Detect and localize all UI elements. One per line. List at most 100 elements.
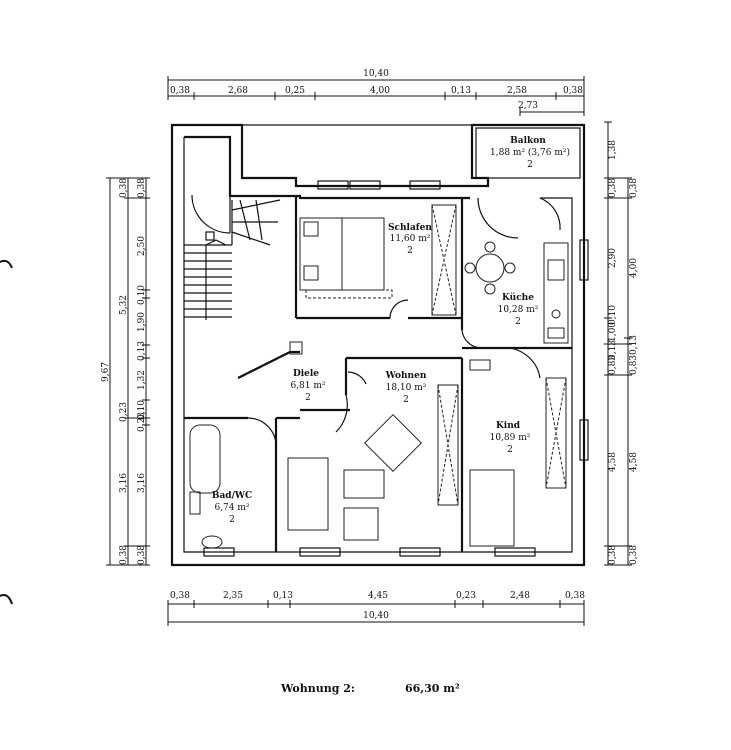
dim-top-total: 10,40	[363, 69, 389, 79]
dim-right-outer: 0,13	[629, 335, 639, 355]
dim-top-seg: 2,68	[228, 86, 248, 96]
dim-right-outer: 0,83	[629, 355, 639, 375]
dim-right-outer: 4,00	[629, 258, 639, 278]
scan-mark	[0, 594, 13, 605]
room-count: 2	[507, 445, 513, 455]
room-bad-wc: Bad/WC 6,74 m² 2	[212, 491, 252, 525]
dim-left-outer: 0,38	[137, 545, 147, 565]
room-name: Bad/WC	[212, 491, 252, 501]
dim-bottom-total: 10,40	[363, 611, 389, 621]
kitchen-counter	[543, 242, 569, 344]
dim-right-inner: 2,90	[608, 248, 618, 268]
dim-top-seg: 0,25	[285, 86, 305, 96]
room-diele: Diele 6,81 m² 2	[290, 369, 325, 403]
room-balkon: Balkon 1,88 m² (3,76 m²) 2	[490, 136, 570, 170]
dim-left-inner: 0,38	[119, 545, 129, 565]
dim-left-outer: 3,16	[137, 473, 147, 493]
left-dimensions: 9,67 0,38 5,32 0,23 3,16 0,38 0,38 2,50 …	[101, 177, 150, 566]
dim-right-inner: 1,00	[608, 322, 618, 342]
dim-right-inner: 0,38	[608, 178, 618, 198]
dim-right-inner: 1,38	[608, 140, 618, 160]
dim-left-inner: 3,16	[119, 473, 129, 493]
plan-caption: Wohnung 2: 66,30 m²	[280, 682, 460, 695]
dim-bottom-seg: 0,38	[170, 591, 190, 601]
room-area: 10,89 m²	[490, 433, 531, 443]
windows	[203, 180, 589, 557]
dim-left-inner: 5,32	[119, 295, 129, 315]
dim-right-inner: 0,38	[608, 545, 618, 565]
right-dimensions: 1,38 0,38 2,90 0,13 1,00 0,10 0,83 4,58 …	[604, 121, 639, 566]
room-count: 2	[407, 246, 413, 256]
chair	[343, 507, 379, 541]
room-area: 1,88 m² (3,76 m²)	[490, 147, 570, 158]
scan-mark	[0, 259, 13, 269]
dim-left-outer: 0,38	[137, 178, 147, 198]
sofa	[287, 457, 329, 531]
dim-top-seg: 0,13	[451, 86, 471, 96]
room-area: 6,74 m²	[214, 503, 249, 513]
dim-bottom-seg: 0,13	[273, 591, 293, 601]
coffee-table	[343, 469, 385, 499]
dim-bottom-seg: 4,45	[368, 591, 388, 601]
room-area: 18,10 m²	[386, 383, 427, 393]
room-count: 2	[403, 395, 409, 405]
caption-label: Wohnung 2:	[280, 682, 355, 695]
staircase	[184, 199, 281, 320]
dim-top-seg: 4,00	[370, 86, 390, 96]
room-count: 2	[515, 317, 521, 327]
dim-top-seg: 2,58	[507, 86, 527, 96]
room-labels: Balkon 1,88 m² (3,76 m²) 2 Schlafen 11,6…	[212, 136, 570, 525]
dim-left-outer: 2,50	[137, 236, 147, 256]
dim-right-inner: 0,83	[608, 355, 618, 375]
room-name: Balkon	[510, 136, 546, 146]
room-kueche: Küche 10,28 m² 2	[498, 292, 539, 327]
room-count: 2	[229, 515, 235, 525]
dim-left-inner: 0,38	[119, 178, 129, 198]
toilet	[201, 535, 223, 549]
dim-right-outer: 4,58	[629, 452, 639, 472]
dim-right-outer: 0,38	[629, 545, 639, 565]
furniture	[189, 204, 569, 549]
dim-left-outer: 0,10	[137, 400, 147, 420]
dim-bottom-seg: 0,23	[456, 591, 476, 601]
dim-top-seg: 0,38	[170, 86, 190, 96]
dim-right-inner: 0,10	[608, 305, 618, 325]
room-count: 2	[527, 160, 533, 170]
room-schlafen: Schlafen 11,60 m² 2	[388, 223, 432, 256]
dim-right-inner: 0,13	[608, 340, 618, 360]
armchair	[364, 414, 422, 472]
room-area: 6,81 m²	[290, 381, 325, 391]
dim-left-outer: 0,13	[137, 341, 147, 361]
dim-right-outer: 0,38	[629, 178, 639, 198]
bottom-dimensions: 0,38 2,35 0,13 4,45 0,23 2,48 0,38 10,40	[167, 591, 585, 626]
bathtub	[189, 424, 221, 494]
dim-top-balcony: 2,73	[518, 101, 538, 111]
room-name: Wohnen	[385, 371, 427, 381]
dim-right-inner: 4,58	[608, 452, 618, 472]
room-area: 10,28 m²	[498, 305, 539, 315]
shelf	[437, 384, 459, 506]
dim-left-outer: 0,10	[137, 285, 147, 305]
dim-left-outer: 1,32	[137, 370, 147, 390]
room-name: Schlafen	[388, 223, 432, 233]
dim-bottom-seg: 2,35	[223, 591, 243, 601]
room-name: Küche	[502, 292, 534, 303]
room-area: 11,60 m²	[390, 234, 431, 244]
dim-left-outer: 1,90	[137, 312, 147, 332]
dim-top-seg: 0,38	[563, 86, 583, 96]
dim-left-inner: 0,23	[119, 402, 129, 422]
room-name: Diele	[293, 369, 319, 379]
room-name: Kind	[496, 421, 521, 431]
sink	[189, 491, 201, 515]
caption-area: 66,30 m²	[405, 682, 460, 695]
top-dimensions: 10,40 0,38 2,68 0,25 4,00 0,13 2,58 0,38…	[167, 69, 585, 116]
child-wardrobe	[545, 377, 567, 489]
dim-bottom-seg: 0,38	[565, 591, 585, 601]
child-bed	[469, 469, 515, 547]
balcony-outline	[475, 127, 581, 179]
dim-left-total: 9,67	[101, 362, 111, 382]
dim-bottom-seg: 2,48	[510, 591, 530, 601]
room-count: 2	[305, 393, 311, 403]
doors	[191, 194, 561, 447]
